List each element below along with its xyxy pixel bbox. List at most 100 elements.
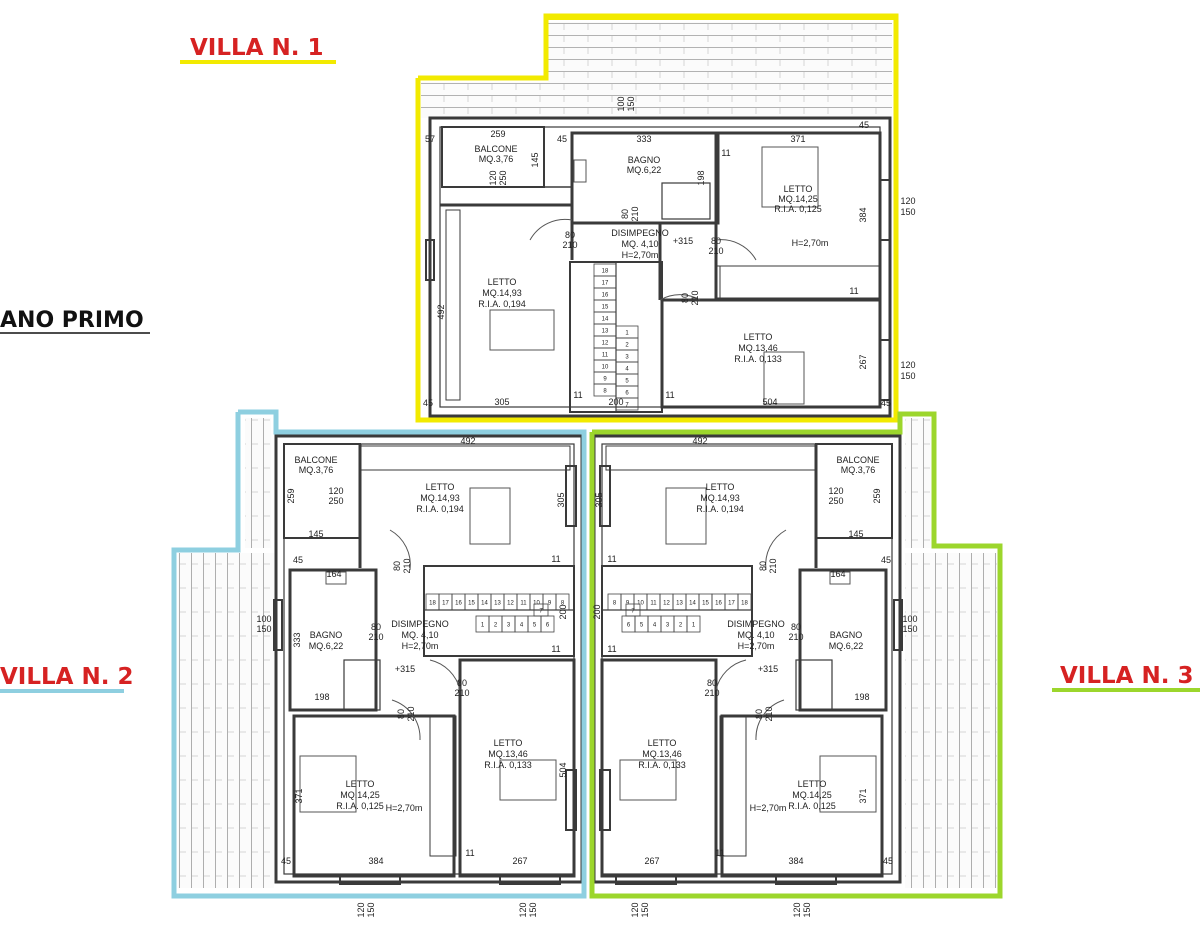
villa1-balcone-win-h: 250 — [498, 170, 508, 185]
villa3-dim-11-a: 11 — [715, 848, 724, 858]
villa3-furniture — [619, 487, 877, 813]
villa1-door-1-w: 80 — [565, 230, 575, 240]
villa1-letto-b-ria: R.I.A. 0,194 — [478, 299, 526, 309]
villa1-stair-right-0-number: 1 — [625, 331, 629, 337]
villa1-stair-left-1-number: 17 — [602, 281, 609, 287]
villa3-letto-a-label: LETTO — [798, 779, 827, 789]
villa2-stair-bottom-2-number: 3 — [507, 623, 511, 629]
villa3-stair-landing-number: 7 — [631, 609, 635, 615]
villa2-dim-45-a: 45 — [293, 555, 303, 565]
villa1-bagno-label: BAGNO — [628, 155, 661, 165]
villa1-letto-a-height: 384 — [858, 207, 868, 222]
villa1-dim-57: 57 — [425, 134, 435, 144]
villa3-balcone-width: 145 — [848, 529, 863, 539]
villa2-stair-top-6-number: 12 — [507, 601, 514, 607]
villa3-win-1-w: 120 — [630, 902, 640, 917]
villa3-stair-top-6-number: 14 — [689, 601, 696, 607]
villa3-door-1-w: 80 — [791, 622, 801, 632]
villa3-dim-164: 164 — [830, 569, 845, 579]
villa2-door-4-w: 80 — [396, 709, 406, 719]
villa2-letto-c-width: 267 — [512, 856, 527, 866]
villa2-dim-11-c: 11 — [551, 644, 560, 654]
villa2-stair-top-3-number: 15 — [468, 601, 475, 607]
villa2-stair-top-10-number: 8 — [561, 601, 565, 607]
villa2-bagno-width: 198 — [314, 692, 329, 702]
villa1-disimpegno-h: H=2,70m — [622, 250, 659, 260]
villa1-stair-left-0-number: 18 — [602, 269, 609, 275]
villa3-letto-a-width: 384 — [788, 856, 803, 866]
villa1-walls — [425, 116, 892, 418]
villa3-win-2-h: 150 — [802, 902, 812, 917]
villa1-win-2-w: 120 — [900, 360, 915, 370]
villa3-letto-b-label: LETTO — [706, 482, 735, 492]
villa2-letto-a-label: LETTO — [346, 779, 375, 789]
villa2-stair-top-9-number: 9 — [548, 601, 552, 607]
villa3-stair-bottom-3-number: 3 — [666, 623, 670, 629]
villa1-disimpegno-area: MQ. 4,10 — [621, 239, 658, 249]
villa1-dim-11-d: 11 — [849, 286, 858, 296]
villa2-outline — [171, 409, 587, 899]
villa3-bagno-area: MQ.6,22 — [829, 641, 864, 651]
villa2-letto-a-height: 371 — [294, 788, 304, 803]
villa1-disimpegno-label: DISIMPEGNO — [611, 228, 669, 238]
villa2-roof-h: 150 — [256, 624, 271, 634]
villa3-door-3-w: 80 — [758, 561, 768, 571]
villa3-door-4-w: 80 — [754, 709, 764, 719]
villa2-door-2-w: 80 — [457, 678, 467, 688]
villa2-stair-bottom-4-number: 5 — [533, 623, 537, 629]
villa1-door-4-h: 210 — [690, 290, 700, 305]
villa1-stair-left-3-number: 15 — [602, 305, 609, 311]
villa1-balcone-win: 120 — [488, 170, 498, 185]
villa1-stair-right-2-number: 3 — [625, 355, 629, 361]
villa2-walls — [273, 434, 584, 885]
villa1-stair-left-6-number: 12 — [602, 341, 609, 347]
villa1-door-2-w: 80 — [711, 236, 721, 246]
roof-villa2-upper — [245, 418, 271, 548]
villa3-stair-top-7-number: 15 — [702, 601, 709, 607]
villa1-door-3-h: 210 — [630, 206, 640, 221]
villa2-title: VILLA N. 2 — [0, 664, 133, 690]
villa2-labels: BALCONE MQ.3,76 145 259 120 250 492 LETT… — [256, 436, 568, 918]
villa3-stair-top-10-number: 18 — [741, 601, 748, 607]
villa1-dim-45-a: 45 — [557, 134, 567, 144]
villa3-stair-top-1-number: 9 — [626, 601, 630, 607]
villa3-door-4-h: 210 — [764, 706, 774, 721]
villa1-stair-right-4-number: 5 — [625, 379, 629, 385]
villa1-stair-left-8-number: 10 — [602, 365, 609, 371]
villa3-letto-c-width: 267 — [644, 856, 659, 866]
villa1-letto-b-width: 305 — [494, 397, 509, 407]
villa3-roof-h: 150 — [902, 624, 917, 634]
villa3-labels: BALCONE MQ.3,76 145 259 120 250 492 LETT… — [592, 436, 918, 918]
villa2-stair-top-10-tread — [555, 593, 570, 611]
villa3-win-2-w: 120 — [792, 902, 802, 917]
villa1-stair-left-5-number: 13 — [602, 329, 609, 335]
villa1-balcone-label: BALCONE — [474, 144, 517, 154]
villa1-dim-45-d: 45 — [881, 398, 891, 408]
villa3-stair-bottom-0-number: 6 — [627, 623, 631, 629]
villa1-door-3-w: 80 — [620, 209, 630, 219]
villa1-stair-right-3-number: 4 — [625, 367, 629, 373]
villa3-disimpegno-h: H=2,70m — [738, 641, 775, 651]
villa3-disimpegno-label: DISIMPEGNO — [727, 619, 785, 629]
roof-villa1-top — [548, 22, 892, 116]
villa1-stair-left-7-number: 11 — [602, 353, 609, 359]
villa3-roof-w: 100 — [902, 614, 917, 624]
villa2-disimpegno-h: H=2,70m — [402, 641, 439, 651]
villa3-stair-landing-tread — [625, 603, 641, 617]
villa2-balcone-width: 145 — [308, 529, 323, 539]
villa1-labels: BALCONE MQ.3,76 259 145 120 250 BAGNO MQ… — [423, 96, 916, 408]
villa3-dim-11-b: 11 — [607, 554, 616, 564]
villa1-letto-b-height: 492 — [436, 304, 446, 319]
villa1-stair-right-1-number: 2 — [625, 343, 629, 349]
villa2-stair-bottom-3-number: 4 — [520, 623, 524, 629]
villa1-balcone-area: MQ.3,76 — [479, 154, 514, 164]
villa2-heading: VILLA N. 2 — [0, 664, 133, 693]
villa3-stair-top-4-number: 12 — [663, 601, 670, 607]
villa1-stair-right-6-number: 7 — [625, 403, 629, 409]
villa3-title: VILLA N. 3 — [1060, 663, 1193, 689]
villa2-balcone-win: 120 — [328, 486, 343, 496]
villa3-letto-c-ria: R.I.A. 0,133 — [638, 760, 686, 770]
villa3-stair-bottom-4-number: 2 — [679, 623, 683, 629]
